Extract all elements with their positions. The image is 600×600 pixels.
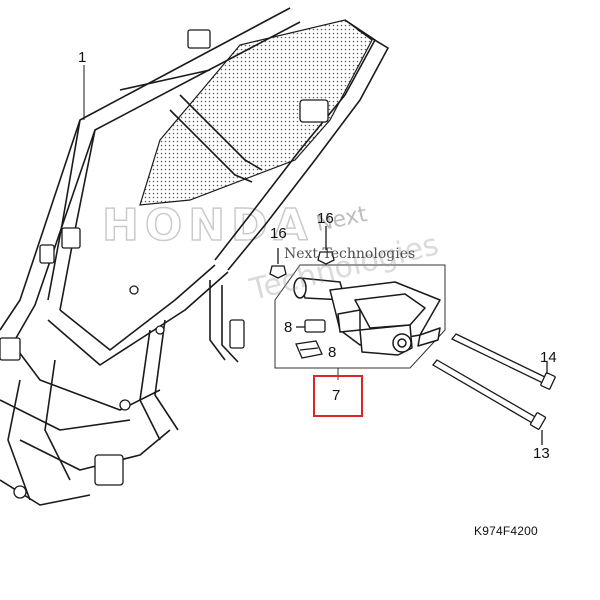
clip-upper bbox=[296, 319, 326, 333]
callout-bolt-short: 14 bbox=[540, 349, 557, 366]
callout-frame: 1 bbox=[78, 49, 87, 66]
callout-clip-upper: 8 bbox=[284, 319, 293, 336]
callout-bracket-assembly: 7 bbox=[332, 387, 341, 404]
figure-code: K974F4200 bbox=[474, 524, 538, 538]
bolt-long bbox=[432, 359, 547, 445]
watermark-small: Next Technologies bbox=[284, 246, 416, 262]
callout-clip-lower: 8 bbox=[328, 344, 337, 361]
callout-nut-right: 16 bbox=[317, 210, 334, 227]
bracket-assembly-outline bbox=[274, 264, 446, 380]
frame-tubes bbox=[0, 7, 389, 506]
nut-left bbox=[269, 248, 287, 279]
nut-right bbox=[317, 226, 335, 265]
frame-brackets bbox=[0, 29, 329, 499]
bolt-short bbox=[450, 333, 556, 390]
callout-bolt-long: 13 bbox=[533, 445, 550, 462]
clip-lower bbox=[295, 340, 323, 359]
highlight-box bbox=[313, 375, 363, 417]
callout-nut-left: 16 bbox=[270, 225, 287, 242]
bracket-assembly bbox=[293, 277, 441, 356]
floor-panel bbox=[139, 19, 373, 206]
svg-text:HONDA: HONDA bbox=[102, 200, 314, 251]
brand-logo-watermark: HONDA bbox=[101, 199, 314, 252]
